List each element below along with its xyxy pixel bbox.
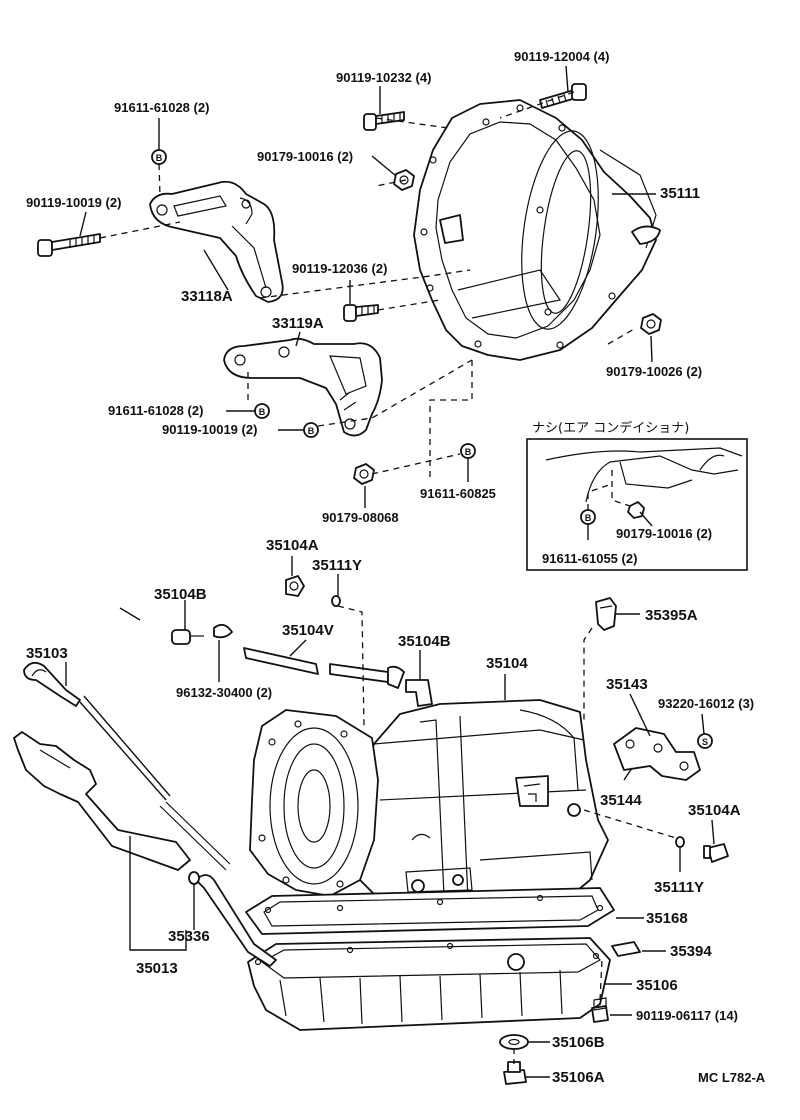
label-35104B-b: 35104B [398,633,451,650]
marker-b-2: B [254,403,270,419]
marker-b-1: B [151,149,167,165]
part-labels: 90119-12004 (4) 90119-10232 (4) 91611-61… [26,49,766,1086]
label-96132-30400: 96132-30400 (2) [176,685,272,700]
plug-35104A-b [703,843,729,863]
bolt-90119-12004 [539,83,587,109]
label-35168: 35168 [646,910,688,927]
marker-b-3: B [303,422,319,438]
svg-text:B: B [259,407,266,417]
label-35104A-a: 35104A [266,537,319,554]
plate-35144 [613,727,701,781]
label-91611-61028-b: 91611-61028 (2) [108,403,203,418]
inset-title: ナシ(エア コンデイショナ) [532,420,689,436]
marker-b-5: B [580,509,596,525]
filler-tube-35013 [13,731,277,967]
label-35111Y-a: 35111Y [312,557,362,574]
plate-35394 [611,941,641,957]
label-90119-10232: 90119-10232 (4) [336,70,431,85]
transmission-case-35104 [249,699,609,913]
bracket-33119A [223,337,383,437]
gasket-35106B [499,1034,529,1050]
label-90119-10019-b: 90119-10019 (2) [162,422,257,437]
label-35106: 35106 [636,977,678,994]
label-91611-61028-a: 91611-61028 (2) [114,100,209,115]
label-35104B-a: 35104B [154,586,207,603]
leader-lines [65,65,715,1078]
drain-plug-35106A [503,1061,527,1085]
svg-text:B: B [465,447,472,457]
bolt-90119-10232 [363,111,405,131]
inset-no-air-conditioner [526,438,748,571]
label-90179-08068: 90179-08068 [322,510,399,525]
bracket-33118A [149,180,284,303]
label-35106A: 35106A [552,1069,605,1086]
label-35104A-b: 35104A [688,802,741,819]
bolt-90119-06117 [591,997,609,1023]
label-35104V: 35104V [282,622,334,639]
dipstick-35103 [23,661,231,871]
label-35143: 35143 [606,676,648,693]
svg-text:B: B [156,153,163,163]
marker-s-1: S [697,733,713,749]
part-35395A [595,597,617,631]
inset-label-90179-10016: 90179-10016 (2) [616,526,712,541]
bolt-90119-12036 [343,304,379,322]
label-35395A: 35395A [645,607,698,624]
inset-label-91611-61055: 91611-61055 (2) [542,551,637,566]
clamp-96132-30400 [213,623,233,639]
svg-text:B: B [585,513,592,523]
label-33118A: 33118A [181,288,233,305]
diagram-code: MC L782-A [698,1070,766,1085]
label-35111Y-b: 35111Y [654,879,704,896]
label-90119-10019-a: 90119-10019 (2) [26,195,121,210]
svg-text:B: B [308,426,315,436]
oil-pan-35106 [247,937,611,1031]
label-35144: 35144 [600,792,642,809]
label-90179-10026: 90179-10026 (2) [606,364,702,379]
bell-housing-35111 [413,99,661,361]
pipe-35104B-b [405,679,433,707]
label-90119-12004: 90119-12004 (4) [514,49,609,64]
oring-35111Y-b [675,836,685,848]
label-90179-10016: 90179-10016 (2) [257,149,353,164]
label-93220-16012: 93220-16012 (3) [658,696,754,711]
label-35104: 35104 [486,655,528,672]
oring-35111Y-a [331,595,341,607]
label-33119A: 33119A [272,315,324,332]
svg-text:S: S [702,737,708,747]
nut-90179-10026 [640,313,662,335]
plug-35104A-a [285,575,305,597]
oring-35336 [188,871,200,885]
label-35111: 35111 [660,185,700,202]
label-35013: 35013 [136,960,178,977]
union-35104B-a [171,629,204,645]
label-35106B: 35106B [552,1034,605,1051]
label-90119-06117: 90119-06117 (14) [636,1008,738,1023]
hose-35104V [243,647,405,689]
bolt-90119-10019-a [37,233,101,257]
gasket-35168 [245,887,615,935]
label-35103: 35103 [26,645,68,662]
marker-b-4: B [460,443,476,459]
label-90119-12036: 90119-12036 (2) [292,261,387,276]
nut-90179-08068 [353,463,375,485]
label-35394: 35394 [670,943,712,960]
label-91611-60825: 91611-60825 [420,486,496,501]
label-35336: 35336 [168,928,210,945]
